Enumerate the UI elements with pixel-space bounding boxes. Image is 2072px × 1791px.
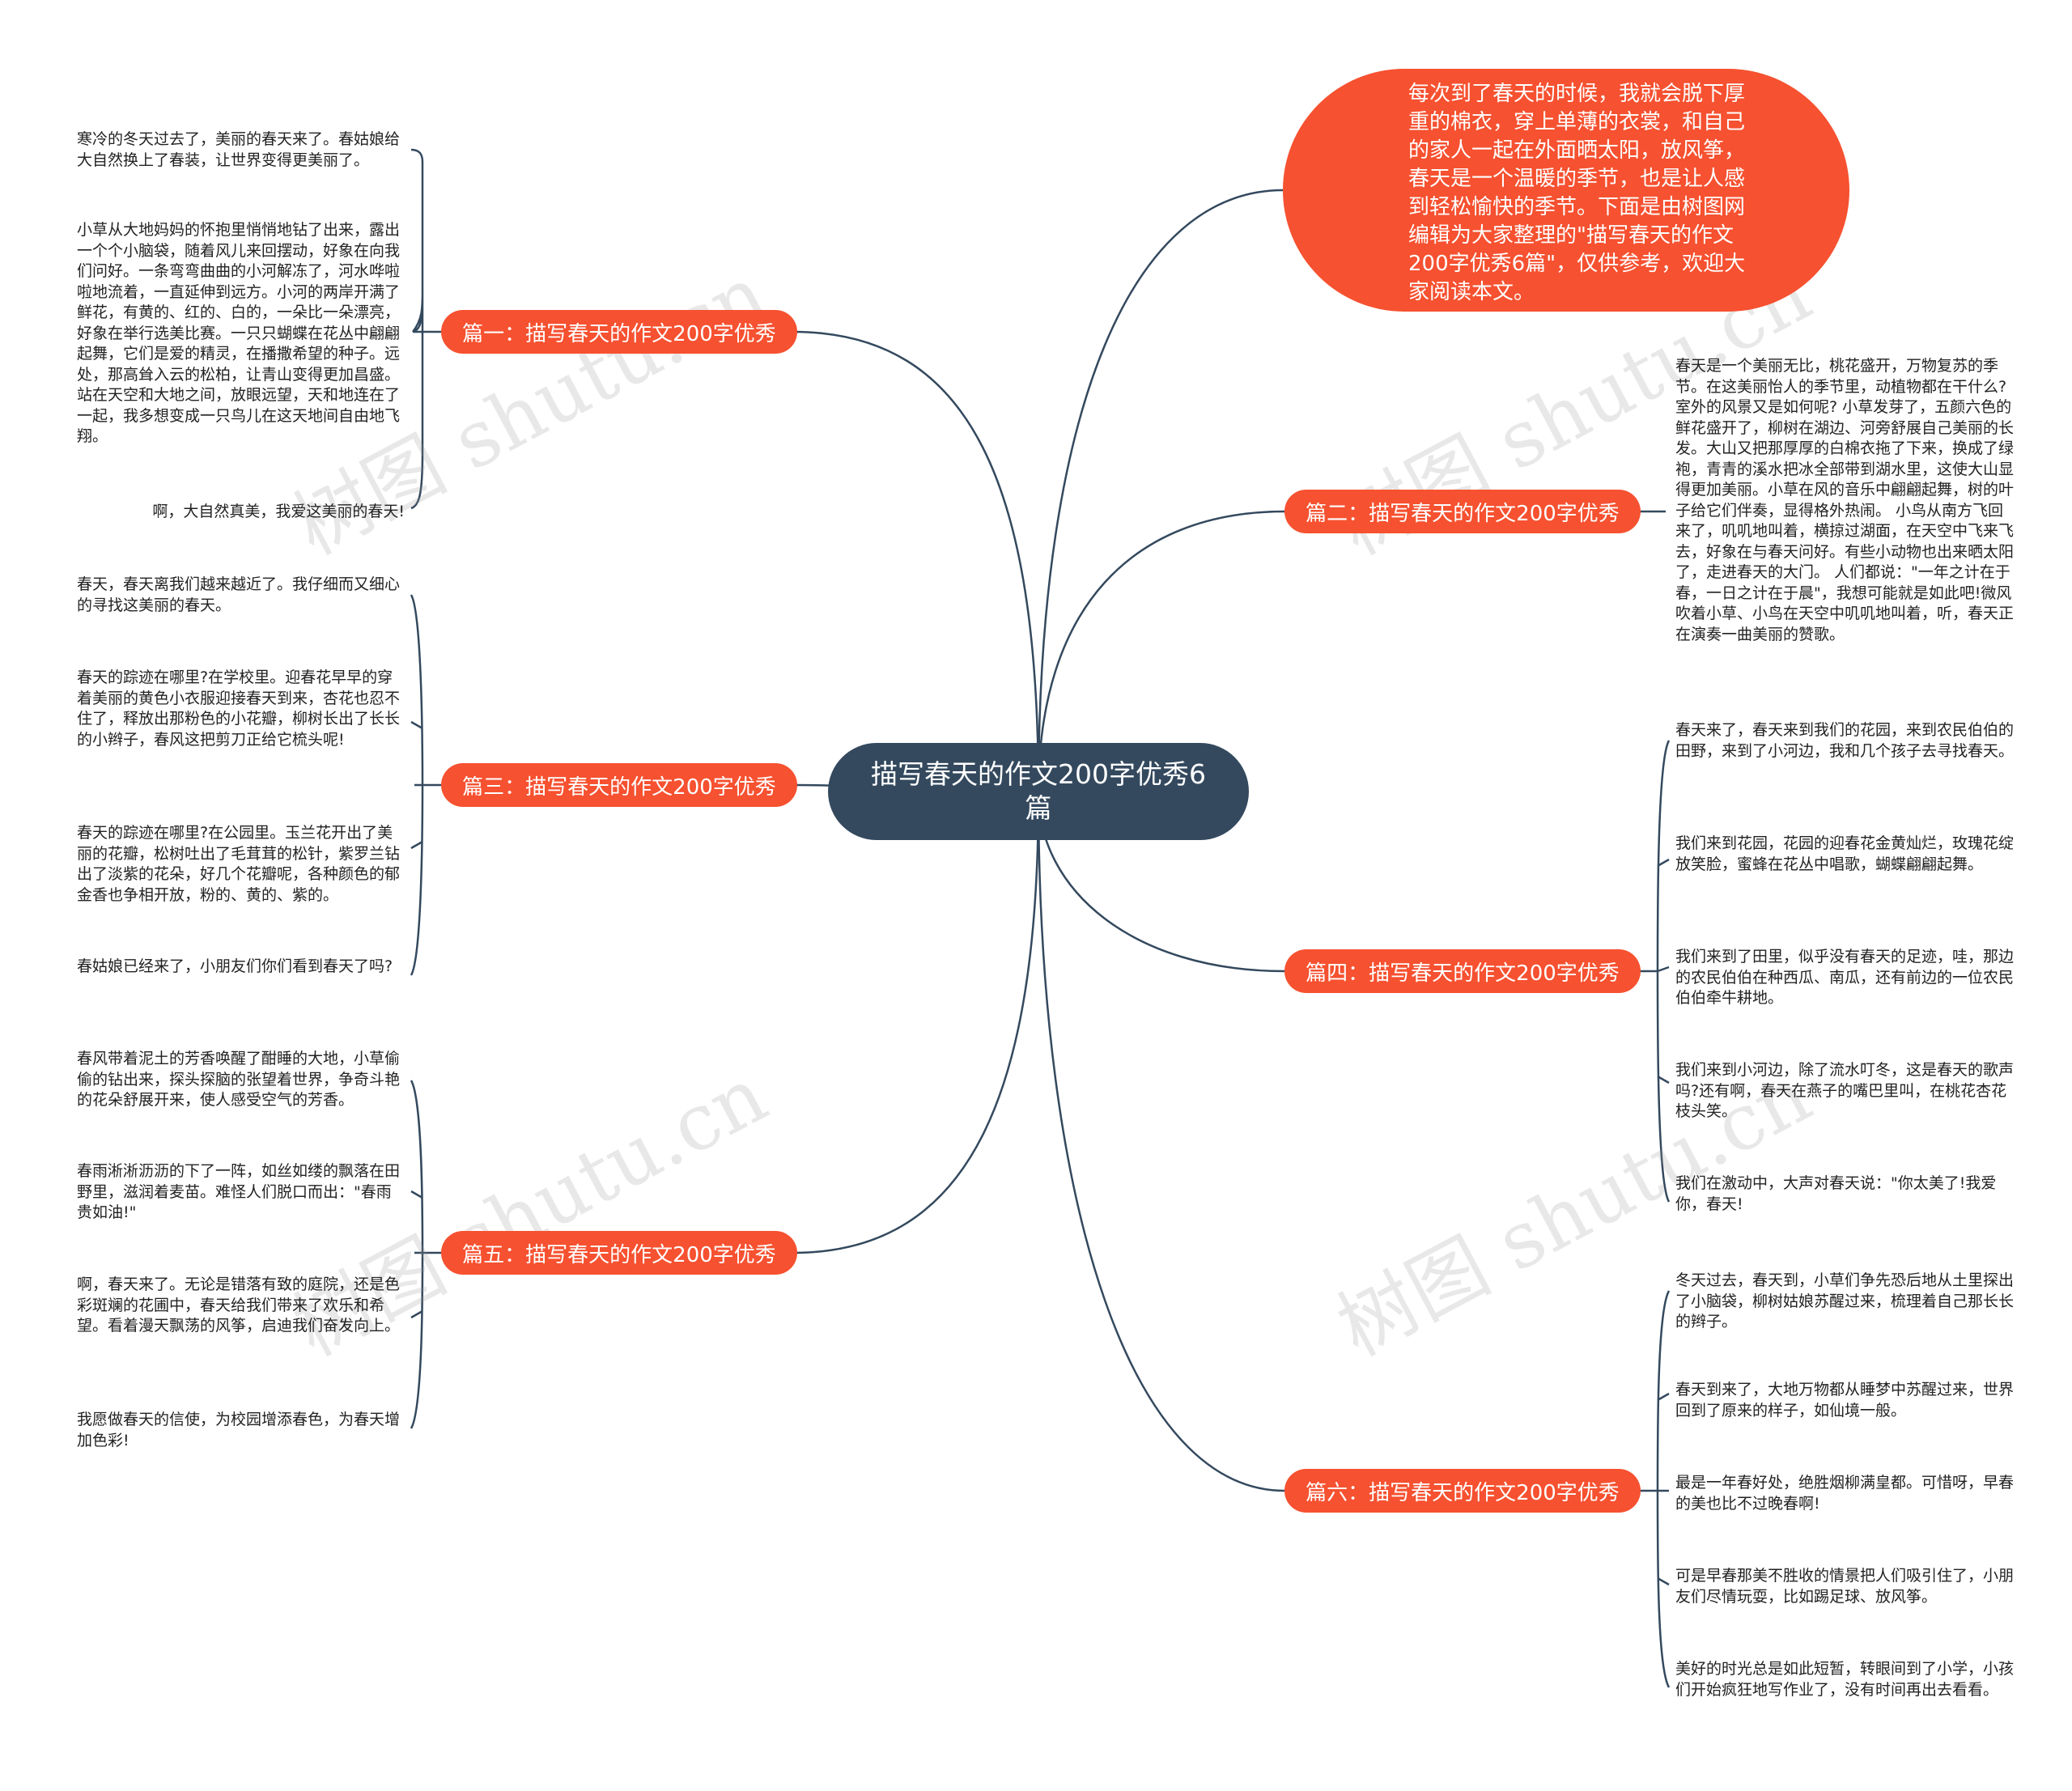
branch-node-1[interactable]: 篇一：描写春天的作文200字优秀 — [441, 310, 797, 354]
leaf-text: 春天到来了，大地万物都从睡梦中苏醒过来，世界回到了原来的样子，如仙境一般。 — [1675, 1381, 2015, 1420]
bracket-b6 — [1639, 1290, 1671, 1688]
central-topic[interactable]: 描写春天的作文200字优秀6篇 — [828, 743, 1249, 840]
branch-node-3[interactable]: 篇三：描写春天的作文200字优秀 — [441, 763, 797, 807]
leaf-text: 春风带着泥土的芳香唤醒了酣睡的大地，小草偷偷的钻出来，探头探脑的张望着世界，争奇… — [77, 1050, 401, 1109]
leaf-text: 春天的踪迹在哪里?在学校里。迎春花早早的穿着美丽的黄色小衣服迎接春天到来，杏花也… — [77, 668, 401, 749]
branch-node-6[interactable]: 篇六：描写春天的作文200字优秀 — [1284, 1469, 1641, 1513]
leaf-text: 美好的时光总是如此短暂，转眼间到了小学，小孩们开始疯狂地写作业了，没有时间再出去… — [1675, 1660, 2015, 1699]
branch-label: 篇六：描写春天的作文200字优秀 — [1306, 1480, 1620, 1505]
link-center-b5 — [792, 792, 1040, 1254]
leaf-text: 春天，春天离我们越来越近了。我仔细而又细心的寻找这美丽的春天。 — [77, 575, 401, 614]
leaf-text: 冬天过去，春天到，小草们争先恐后地从土里探出了小脑袋，柳树姑娘苏醒过来，梳理着自… — [1675, 1271, 2015, 1331]
leaf-text: 春天的踪迹在哪里?在公园里。玉兰花开出了美丽的花瓣，松树吐出了毛茸茸的松针，紫罗… — [77, 824, 401, 904]
leaf-text: 春姑娘已经来了，小朋友们你们看到春天了吗? — [77, 957, 393, 975]
branch-label: 篇二：描写春天的作文200字优秀 — [1306, 501, 1620, 526]
bracket-b5 — [410, 1080, 441, 1429]
leaf-text: 寒冷的冬天过去了，美丽的春天来了。春姑娘给大自然换上了春装，让世界变得更美丽了。 — [77, 130, 401, 169]
leaf-text: 我们来到花园，花园的迎春花金黄灿烂，玫瑰花绽放笑脸，蜜蜂在花丛中唱歌，蝴蝶翩翩起… — [1675, 834, 2015, 873]
leaf-text: 我愿做春天的信使，为校园增添春色，为春天增加色彩! — [77, 1411, 401, 1449]
leaf-text: 我们来到了田里，似乎没有春天的足迹，哇，那边的农民伯伯在种西瓜、南瓜，还有前边的… — [1675, 948, 2015, 1007]
leaf-text: 啊，春天来了。无论是错落有致的庭院，还是色彩斑斓的花圃中，春天给我们带来了欢乐和… — [77, 1275, 401, 1335]
branch-node-2[interactable]: 篇二：描写春天的作文200字优秀 — [1284, 490, 1641, 533]
branch-label: 篇三：描写春天的作文200字优秀 — [462, 775, 776, 800]
link-center-b6 — [1037, 792, 1285, 1492]
branch-label: 篇五：描写春天的作文200字优秀 — [462, 1242, 776, 1267]
intro-bubble[interactable]: 每次到了春天的时候，我就会脱下厚重的棉衣，穿上单薄的衣裳，和自己的家人一起在外面… — [1283, 69, 1849, 312]
bracket-b1 — [410, 148, 441, 510]
branch-node-4[interactable]: 篇四：描写春天的作文200字优秀 — [1284, 949, 1641, 993]
link-center-intro — [1037, 189, 1284, 794]
leaf-text: 春天来了，春天来到我们的花园，来到农民伯伯的田野，来到了小河边，我和几个孩子去寻… — [1675, 721, 2015, 760]
leaf-text: 啊，大自然真美，我爱这美丽的春天! — [152, 503, 405, 520]
leaf-text: 春天是一个美丽无比，桃花盛开，万物复苏的季节。在这美丽怡人的季节里，动植物都在干… — [1675, 357, 2015, 643]
central-topic-label: 描写春天的作文200字优秀6篇 — [871, 758, 1206, 824]
leaf-text: 小草从大地妈妈的怀抱里悄悄地钻了出来，露出一个个小脑袋，随着风儿来回摆动，好象在… — [77, 221, 401, 445]
intro-text: 每次到了春天的时候，我就会脱下厚重的棉衣，穿上单薄的衣裳，和自己的家人一起在外面… — [1408, 82, 1746, 304]
branch-label: 篇一：描写春天的作文200字优秀 — [462, 321, 776, 346]
leaf-text: 我们来到小河边，除了流水叮冬，这是春天的歌声吗?还有啊，春天在燕子的嘴巴里叫，在… — [1675, 1061, 2015, 1120]
leaf-text: 最是一年春好处，绝胜烟柳满皇都。可惜呀，早春的美也比不过晚春啊! — [1675, 1474, 2015, 1513]
branch-label: 篇四：描写春天的作文200字优秀 — [1306, 961, 1620, 986]
bracket-b4 — [1639, 740, 1671, 1203]
link-center-b2 — [1037, 510, 1285, 794]
leaf-text: 春雨淅淅沥沥的下了一阵，如丝如缕的飘落在田野里，滋润着麦苗。难怪人们脱口而出："… — [77, 1162, 401, 1221]
leaf-text: 我们在激动中，大声对春天说："你太美了!我爱你，春天! — [1675, 1174, 1997, 1213]
bracket-b3 — [410, 594, 441, 976]
link-center-b1 — [792, 330, 1040, 794]
branch-node-5[interactable]: 篇五：描写春天的作文200字优秀 — [441, 1231, 797, 1275]
leaf-text: 可是早春那美不胜收的情景把人们吸引住了，小朋友们尽情玩耍，比如踢足球、放风筝。 — [1675, 1567, 2015, 1606]
